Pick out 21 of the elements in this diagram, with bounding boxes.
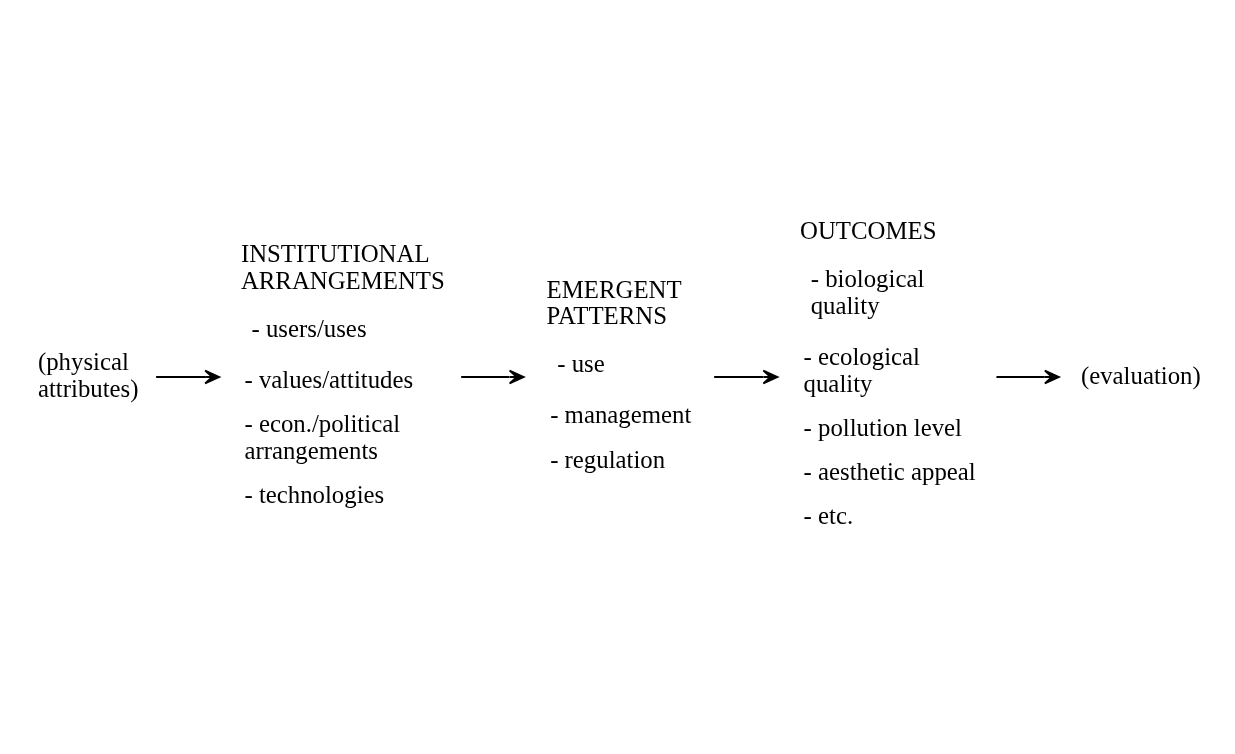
arrow [155, 369, 221, 385]
node-text: (evaluation) [1080, 362, 1201, 390]
node-label: - management [550, 401, 692, 429]
arrow [713, 369, 779, 385]
node-text: OUTCOMES [800, 217, 937, 245]
node-label: - biological quality [810, 264, 925, 319]
node-label: - values/attitudes [244, 365, 414, 393]
node-text: (physical attributes) [37, 348, 139, 402]
node-text: INSTITUTIONAL ARRANGEMENTS [240, 240, 445, 294]
node-label: - etc. [803, 502, 854, 530]
node-label: - technologies [244, 481, 385, 509]
node-label: - aesthetic appeal [803, 458, 976, 486]
arrow [995, 369, 1060, 385]
arrow [460, 369, 525, 385]
node-label: - users/uses [251, 314, 367, 342]
node-label: - pollution level [803, 413, 962, 441]
node-label: - regulation [550, 445, 666, 473]
node-label: - econ./political arrangements [244, 410, 401, 464]
node-text: EMERGENT PATTERNS [546, 275, 682, 330]
node-label: - use [557, 350, 605, 378]
node-label: - ecological quality [803, 342, 920, 397]
